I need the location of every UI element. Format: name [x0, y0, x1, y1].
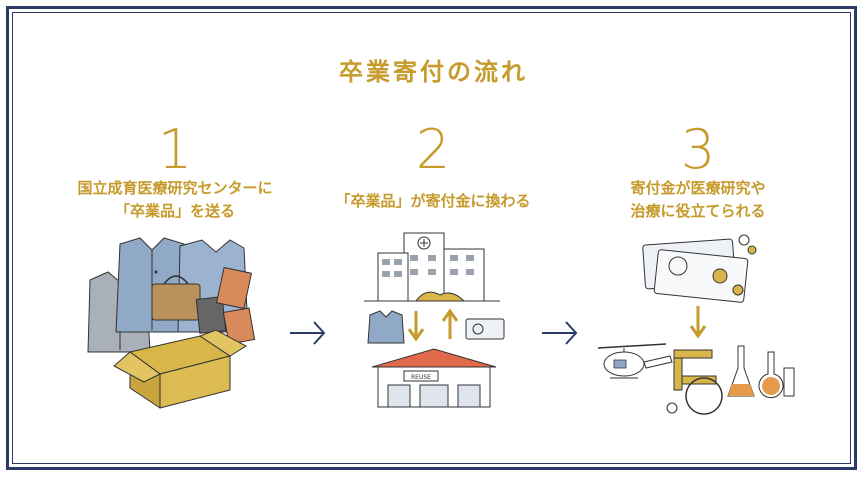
step-2-number: 2 [415, 118, 451, 181]
step-2-line-1: 「卒業品」が寄付金に換わる [335, 192, 531, 210]
donation-items-illustration [87, 237, 256, 409]
helicopter-icon [597, 343, 667, 349]
step-3-line-2: 治療に役立てられる [630, 202, 766, 220]
coin-icon [747, 245, 757, 255]
step-1-line-2: 「卒業品」を送る [114, 202, 235, 220]
notebook-icon [222, 307, 256, 345]
step-1-text: 国立成育医療研究センターに 「卒業品」を送る [30, 177, 320, 223]
outer-frame [6, 6, 857, 470]
clothes-icon [367, 310, 405, 344]
school-bag-icon [151, 283, 201, 321]
arrow-right-icon [542, 321, 578, 345]
inner-frame [12, 12, 851, 464]
coin-icon [738, 234, 750, 246]
step-1-line-1: 国立成育医療研究センターに [77, 179, 273, 197]
step-3-line-1: 寄付金が医療研究や [630, 179, 766, 197]
beaker-icon [783, 367, 795, 397]
reuse-sign: REUSE [411, 374, 431, 381]
money-icon [465, 318, 505, 340]
wheelchair-icon [673, 349, 713, 359]
step-3-number: 3 [680, 118, 716, 181]
exchange-illustration: REUSE [364, 232, 505, 408]
step-2-text: 「卒業品」が寄付金に換わる [288, 190, 578, 213]
arrow-right-icon [290, 321, 326, 345]
reuse-shop-roof-icon [371, 348, 497, 368]
page-title: 卒業寄付の流れ [339, 58, 528, 86]
step-1-number: 1 [157, 118, 193, 181]
step-3-text: 寄付金が医療研究や 治療に役立てられる [553, 177, 843, 223]
donation-pile-icon [415, 291, 466, 302]
coin-icon [732, 284, 744, 296]
red-book-icon [215, 266, 253, 310]
medical-use-illustration [597, 234, 795, 415]
